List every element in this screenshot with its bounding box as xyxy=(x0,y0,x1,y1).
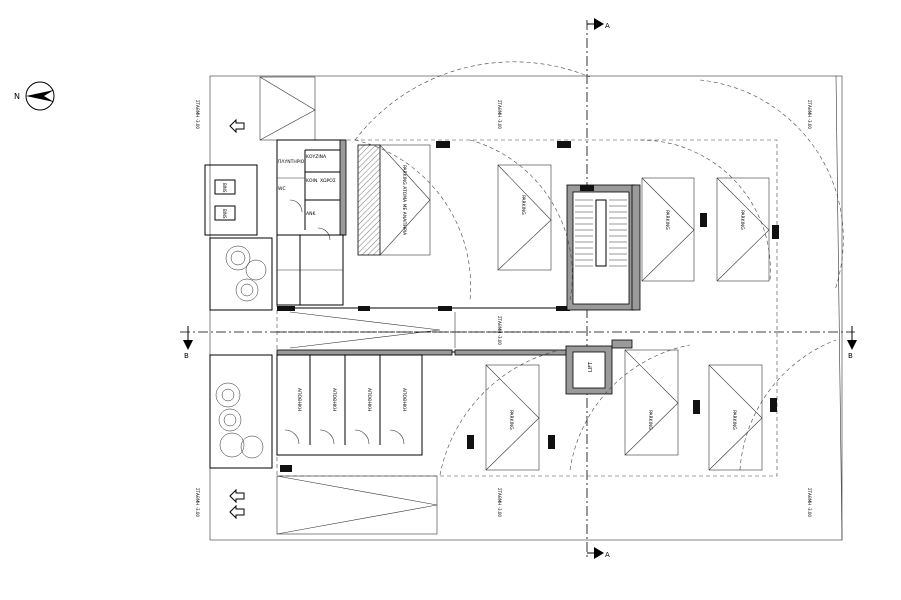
svg-text:BINS: BINS xyxy=(222,209,227,219)
parking-space-6: PARKING xyxy=(708,364,763,471)
section-a-label-bottom: A xyxy=(605,551,610,559)
planter-top xyxy=(209,237,273,311)
lift-label: LIFT xyxy=(588,361,594,372)
building-outline xyxy=(276,139,778,477)
svg-text:ΑΠΟΘΗΚΗ: ΑΠΟΘΗΚΗ xyxy=(401,388,407,411)
level-tags: ΣΤΑΘΜΗ -3.00 ΣΤΑΘΜΗ -3.00 ΣΤΑΘΜΗ -3.00 Σ… xyxy=(195,100,812,517)
ramp-top xyxy=(259,76,316,141)
entry-arrow-icon xyxy=(229,118,245,520)
section-b-label-left: B xyxy=(184,352,189,360)
service-block: ΚΟΥΖΙΝΑ ΚΟΙΝ. ΧΩΡΟΣ ΑΝΚ ΠΛΥΝΤΗΡΙΟ WC xyxy=(276,139,347,306)
room-corridor-label: ΚΟΙΝ. ΧΩΡΟΣ xyxy=(306,178,336,184)
svg-text:PARKING: PARKING xyxy=(508,410,514,430)
level-tag: ΣΤΑΘΜΗ -3.00 xyxy=(807,100,812,129)
room-ank-label: ΑΝΚ xyxy=(306,211,316,217)
room-kitchen-label: ΚΟΥΖΙΝΑ xyxy=(306,154,327,160)
parking-space-1: PARKING xyxy=(497,164,552,271)
stair-core xyxy=(566,184,641,311)
room-wc-label: WC xyxy=(278,186,286,192)
level-tag: ΣΤΑΘΜΗ -3.00 xyxy=(497,316,502,345)
svg-text:ΑΠΟΘΗΚΗ: ΑΠΟΘΗΚΗ xyxy=(296,388,302,411)
level-tag: ΣΤΑΘΜΗ -3.00 xyxy=(195,100,200,129)
planter-bottom xyxy=(209,354,273,469)
lift: LIFT xyxy=(565,339,633,395)
section-marker-a-bottom: A xyxy=(587,547,610,559)
parking-space-3: PARKING xyxy=(716,177,770,282)
svg-text:ΑΠΟΘΗΚΗ: ΑΠΟΘΗΚΗ xyxy=(366,388,372,411)
disabled-parking-space: PARKING ATOMA ME ΑΝΑΠΗΡΙΑ xyxy=(357,144,431,256)
bin-area: BINS BINS xyxy=(204,164,258,236)
parking-space-5: PARKING xyxy=(624,349,679,456)
north-arrow-icon: N xyxy=(14,81,55,111)
parking-space-2: PARKING xyxy=(641,177,695,282)
level-tag: ΣΤΑΘΜΗ -3.00 xyxy=(497,488,502,517)
parking-space-4: PARKING xyxy=(485,364,540,471)
north-label: N xyxy=(14,92,20,101)
svg-text:BINS: BINS xyxy=(222,183,227,193)
disabled-parking-label: PARKING ATOMA ME ΑΝΑΠΗΡΙΑ xyxy=(401,165,407,236)
level-tag: ΣΤΑΘΜΗ -3.00 xyxy=(497,100,502,129)
ramp-bottom xyxy=(276,475,438,535)
svg-text:PARKING: PARKING xyxy=(520,195,526,215)
svg-text:PARKING: PARKING xyxy=(739,210,745,230)
section-a-label: A xyxy=(605,22,610,30)
svg-text:PARKING: PARKING xyxy=(731,410,737,430)
level-tag: ΣΤΑΘΜΗ -3.00 xyxy=(195,488,200,517)
section-b-label-right: B xyxy=(848,352,853,360)
columns xyxy=(280,141,779,472)
room-laundry-label: ΠΛΥΝΤΗΡΙΟ xyxy=(278,159,305,165)
level-tag: ΣΤΑΘΜΗ -3.00 xyxy=(807,488,812,517)
svg-text:PARKING: PARKING xyxy=(647,410,653,430)
svg-text:PARKING: PARKING xyxy=(664,210,670,230)
turning-arcs xyxy=(354,61,844,476)
storage-rooms: ΑΠΟΘΗΚΗ ΑΠΟΘΗΚΗ ΑΠΟΘΗΚΗ ΑΠΟΘΗΚΗ xyxy=(276,354,423,456)
svg-text:ΑΠΟΘΗΚΗ: ΑΠΟΘΗΚΗ xyxy=(331,388,337,411)
